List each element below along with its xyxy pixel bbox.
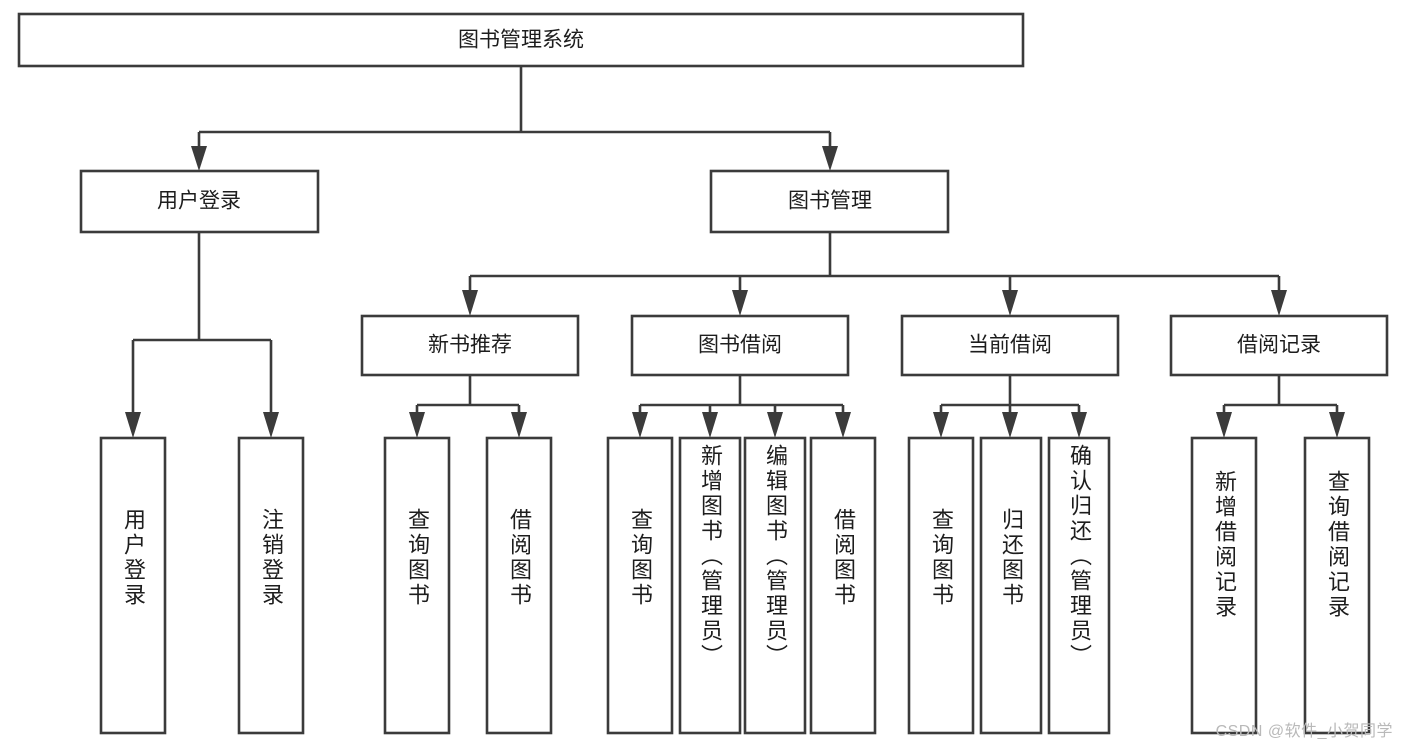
node-new-book-recommend-label: 新书推荐: [428, 334, 512, 357]
node-book-borrow[interactable]: 图书借阅: [630, 314, 850, 377]
node-root-system-box[interactable]: [17, 12, 1025, 68]
leaf-box-borrow-record-1[interactable]: [1303, 436, 1371, 735]
arrowhead-bb-leaf-4: [835, 412, 851, 438]
arrowhead-cb-leaf-3: [1071, 412, 1087, 438]
leaf-box-borrow-record-0[interactable]: [1190, 436, 1258, 735]
node-user-login-box[interactable]: [79, 169, 320, 234]
arrowhead-bb-leaf-1: [632, 412, 648, 438]
leaf-box-current-borrow-0[interactable]: [907, 436, 975, 735]
csdn-watermark: CSDN @软件_小贺同学: [1215, 723, 1393, 740]
leaf-box-book-borrow-1[interactable]: [678, 436, 742, 735]
node-borrow-record-label: 借阅记录: [1237, 334, 1321, 357]
node-current-borrow[interactable]: 当前借阅: [900, 314, 1120, 377]
node-new-book-recommend[interactable]: 新书推荐: [360, 314, 580, 377]
node-borrow-record[interactable]: 借阅记录: [1169, 314, 1389, 377]
leaf-box-book-borrow-0[interactable]: [606, 436, 674, 735]
node-book-management-box[interactable]: [709, 169, 950, 234]
arrowhead-login: [191, 146, 207, 171]
node-book-borrow-label: 图书借阅: [698, 334, 782, 357]
node-borrow-record-box[interactable]: [1169, 314, 1389, 377]
arrowhead-level3-4: [1271, 290, 1287, 316]
node-user-login-label: 用户登录: [157, 190, 241, 213]
node-book-borrow-box[interactable]: [630, 314, 850, 377]
leaf-box-current-borrow-1[interactable]: [979, 436, 1043, 735]
leaf-box-book-borrow-3[interactable]: [809, 436, 877, 735]
leaf-box-user-login-0[interactable]: [99, 436, 167, 735]
leaf-box-new-book-1[interactable]: [485, 436, 553, 735]
leaf-boxes-borrow-record: [1190, 436, 1371, 735]
arrowhead-nb-leaf-2: [511, 412, 527, 438]
node-current-borrow-label: 当前借阅: [968, 334, 1052, 357]
leaf-box-user-login-1[interactable]: [237, 436, 305, 735]
arrowhead-bb-leaf-3: [767, 412, 783, 438]
node-book-management[interactable]: 图书管理: [709, 169, 950, 234]
leaf-box-book-borrow-2[interactable]: [743, 436, 807, 735]
leaf-box-new-book-0[interactable]: [383, 436, 451, 735]
arrowhead-login-leaf-2: [263, 412, 279, 438]
arrowhead-cb-leaf-1: [933, 412, 949, 438]
node-root-system[interactable]: 图书管理系统: [17, 12, 1025, 68]
arrowhead-nb-leaf-1: [409, 412, 425, 438]
arrowhead-login-leaf-1: [125, 412, 141, 438]
connectors: [125, 66, 1345, 438]
node-new-book-recommend-box[interactable]: [360, 314, 580, 377]
arrowhead-level3-1: [462, 290, 478, 316]
node-book-management-label: 图书管理: [788, 190, 872, 213]
leaf-boxes-new-book: [383, 436, 553, 735]
arrowhead-br-leaf-2: [1329, 412, 1345, 438]
leaf-boxes-book-borrow: [606, 436, 877, 735]
arrowhead-br-leaf-1: [1216, 412, 1232, 438]
arrowhead-cb-leaf-2: [1002, 412, 1018, 438]
arrowhead-level3-2: [732, 290, 748, 316]
node-current-borrow-box[interactable]: [900, 314, 1120, 377]
arrowhead-bb-leaf-2: [702, 412, 718, 438]
arrowhead-level3-3: [1002, 290, 1018, 316]
leaf-box-current-borrow-2[interactable]: [1047, 436, 1111, 735]
leaf-boxes-user-login: [99, 436, 305, 735]
leaf-boxes-current-borrow: [907, 436, 1111, 735]
node-root-system-label: 图书管理系统: [458, 29, 584, 52]
node-user-login[interactable]: 用户登录: [79, 169, 320, 234]
arrowhead-bookmgmt: [822, 146, 838, 171]
